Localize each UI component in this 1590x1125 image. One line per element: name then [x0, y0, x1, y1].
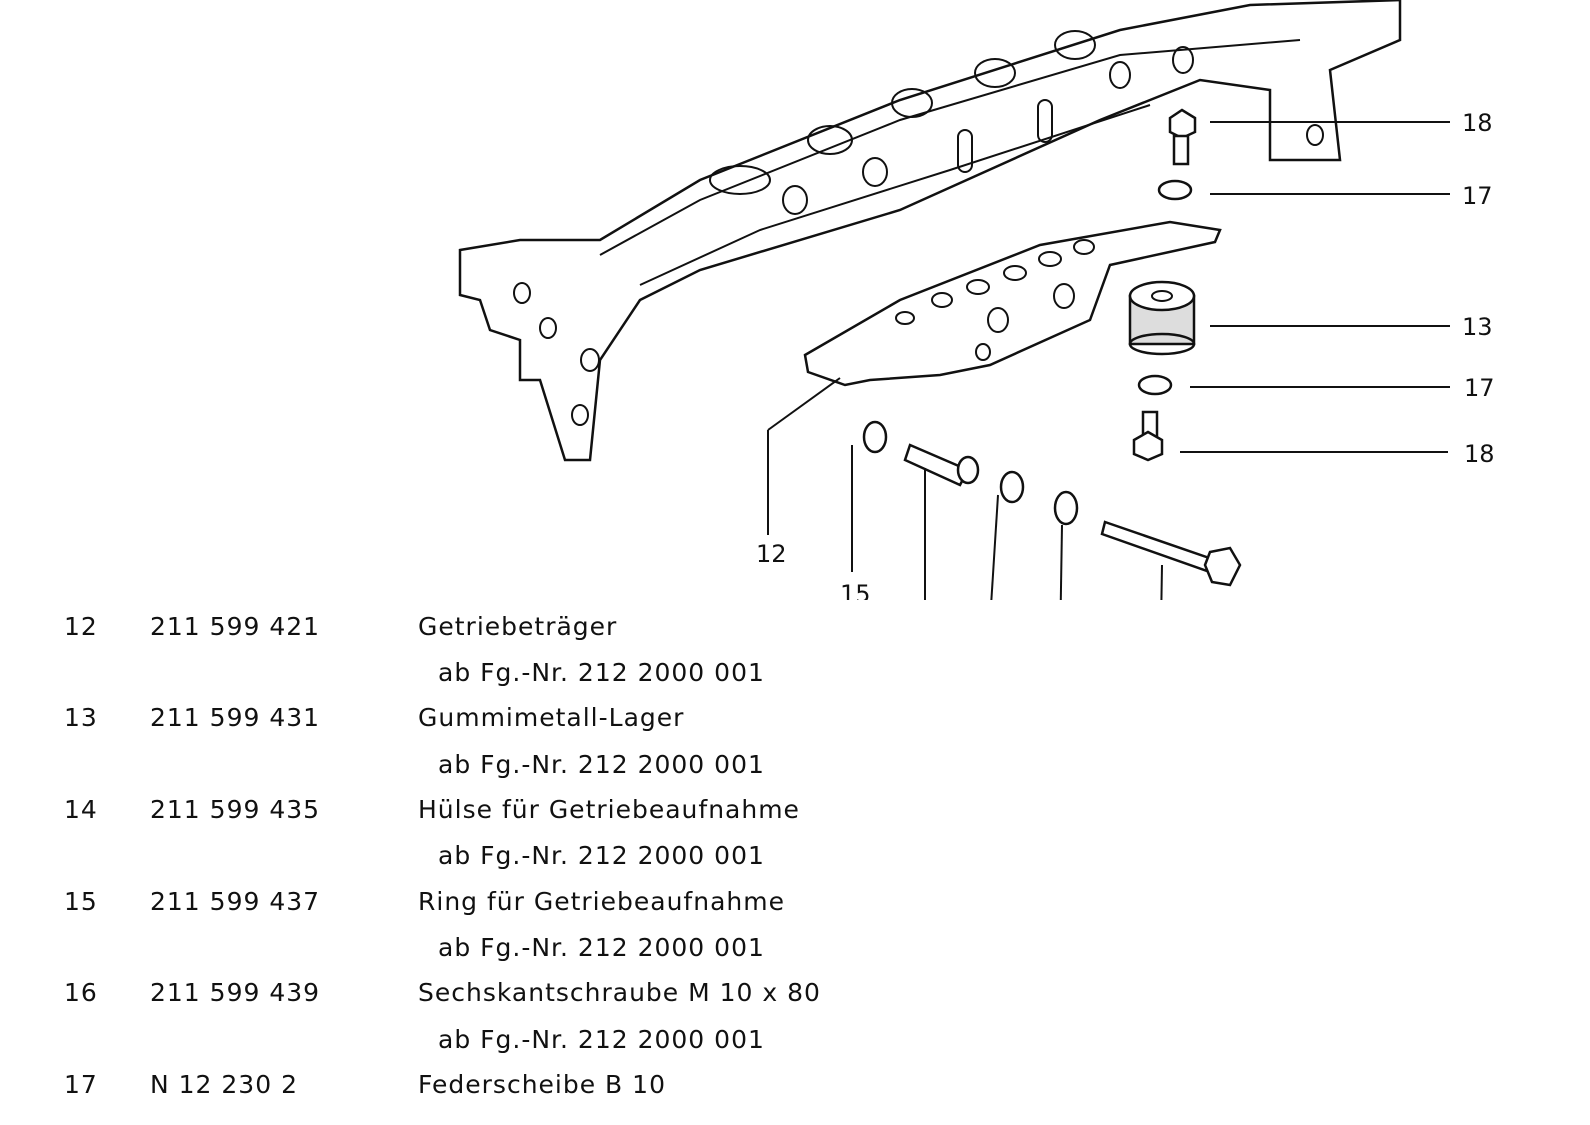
sleeve-14-drawing [903, 443, 980, 487]
position-number: 13 [64, 703, 98, 732]
position-number: 14 [64, 795, 98, 824]
ring-15-left-drawing [862, 420, 888, 454]
callout-13: 13 [1462, 313, 1493, 341]
callout-12: 12 [756, 540, 787, 568]
frame-crossmember-drawing [458, 0, 1402, 462]
spring-washer-17-bottom-drawing [1053, 490, 1079, 526]
part-description: Federscheibe B 10 [418, 1070, 666, 1099]
bolt-18-bottom-drawing [1132, 410, 1164, 462]
part-description: Gummimetall-Lager [418, 703, 685, 732]
callout-18-bottom: 18 [1464, 440, 1495, 468]
part-number: 211 599 421 [150, 612, 321, 641]
exploded-parts-diagram: 18 17 13 17 18 12 15 14 15 17 16 [458, 0, 1495, 600]
parts-row: 15 211 599 437 Ring für Getriebeaufnahme [0, 887, 1590, 927]
leader-lines [767, 121, 1450, 600]
part-number: 211 599 431 [150, 703, 321, 732]
part-number: 211 599 439 [150, 978, 321, 1007]
parts-note-row: ab Fg.-Nr. 212 2000 001 [0, 750, 1590, 790]
parts-row: 14 211 599 435 Hülse für Getriebeaufnahm… [0, 795, 1590, 835]
position-number: 15 [64, 887, 98, 916]
position-number: 12 [64, 612, 98, 641]
parts-row: 13 211 599 431 Gummimetall-Lager [0, 703, 1590, 743]
part-note: ab Fg.-Nr. 212 2000 001 [438, 750, 765, 779]
callout-15-left: 15 [840, 580, 871, 600]
position-number: 17 [64, 1070, 98, 1099]
part-note: ab Fg.-Nr. 212 2000 001 [438, 1025, 765, 1054]
spring-washer-17-mid-drawing [1137, 374, 1173, 396]
part-number: N 12 230 2 [150, 1070, 298, 1099]
part-description: Getriebeträger [418, 612, 618, 641]
hex-bolt-16-drawing [1100, 520, 1242, 587]
part-description: Sechskantschraube M 10 x 80 [418, 978, 821, 1007]
parts-note-row: ab Fg.-Nr. 212 2000 001 [0, 841, 1590, 881]
parts-note-row: ab Fg.-Nr. 212 2000 001 [0, 658, 1590, 698]
parts-note-row: ab Fg.-Nr. 212 2000 001 [0, 1025, 1590, 1065]
parts-note-row: ab Fg.-Nr. 212 2000 001 [0, 933, 1590, 973]
bolt-18-top-drawing [1168, 108, 1197, 166]
part-number: 211 599 435 [150, 795, 321, 824]
transmission-carrier-drawing [803, 220, 1222, 387]
part-description: Ring für Getriebeaufnahme [418, 887, 785, 916]
part-note: ab Fg.-Nr. 212 2000 001 [438, 933, 765, 962]
spring-washer-17-top-drawing [1157, 179, 1193, 201]
part-note: ab Fg.-Nr. 212 2000 001 [438, 841, 765, 870]
callout-18-top: 18 [1462, 109, 1493, 137]
parts-row: 17 N 12 230 2 Federscheibe B 10 [0, 1070, 1590, 1110]
ring-15-right-drawing [999, 470, 1025, 504]
parts-row: 16 211 599 439 Sechskantschraube M 10 x … [0, 978, 1590, 1018]
rubber-mount-13-drawing [1128, 280, 1196, 356]
parts-row: 12 211 599 421 Getriebeträger [0, 612, 1590, 652]
callout-17-mid: 17 [1464, 374, 1495, 402]
part-note: ab Fg.-Nr. 212 2000 001 [438, 658, 765, 687]
part-description: Hülse für Getriebeaufnahme [418, 795, 800, 824]
part-number: 211 599 437 [150, 887, 321, 916]
position-number: 16 [64, 978, 98, 1007]
callout-17-top: 17 [1462, 182, 1493, 210]
